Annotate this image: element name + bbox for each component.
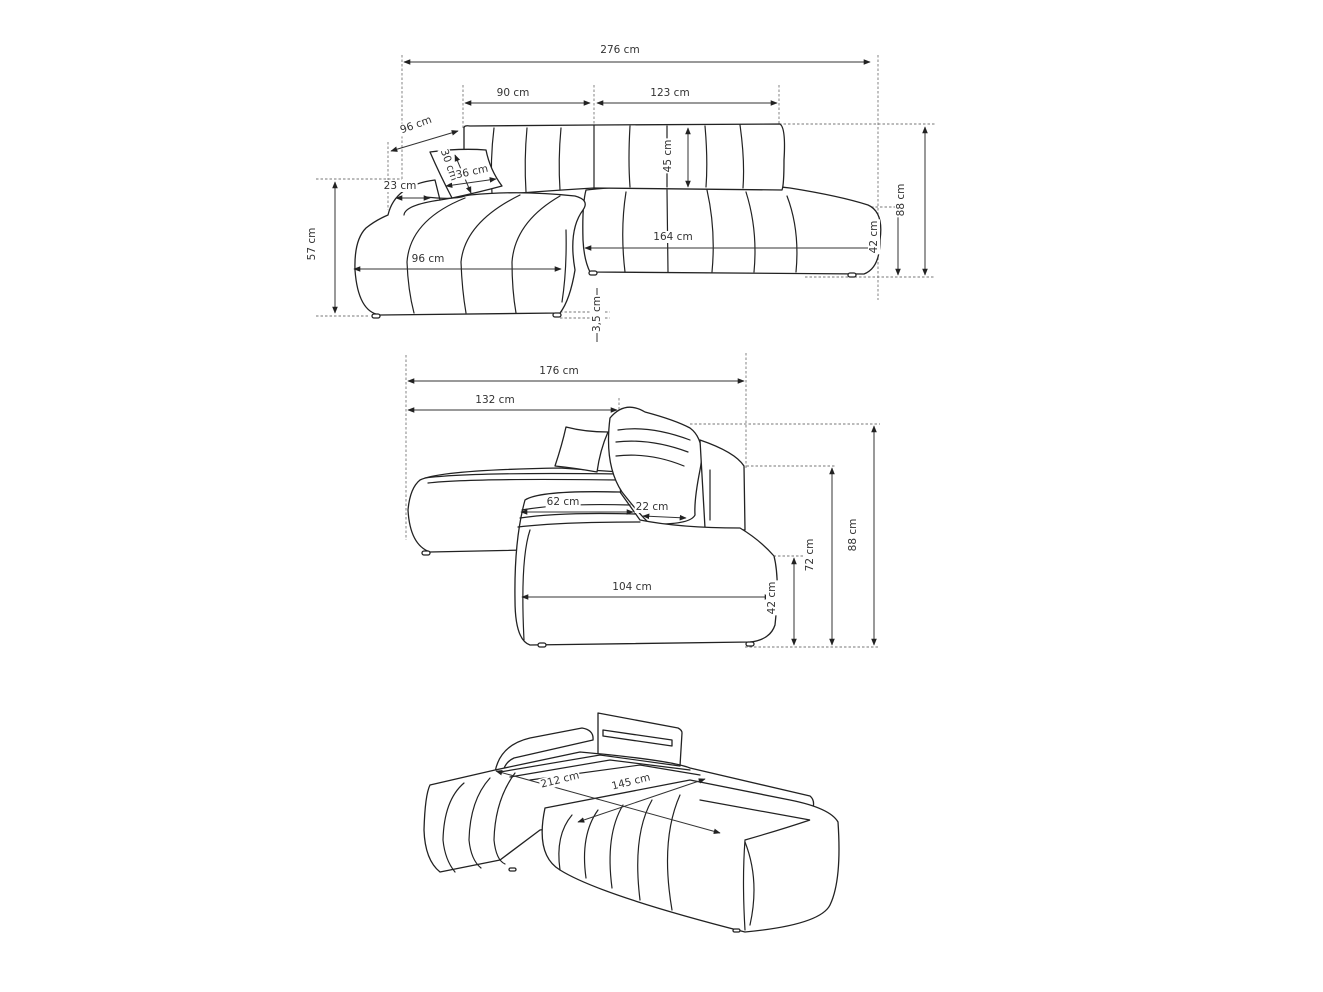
bed-armrest <box>494 727 594 773</box>
dimension-label-front-view-total-width: 276 cm <box>599 44 641 56</box>
dimension-label-front-view-backrest-height: 45 cm <box>662 138 674 174</box>
front-dimension-lines <box>332 59 928 342</box>
dimension-label-side-view-total-depth: 176 cm <box>538 365 580 377</box>
side-pillow <box>554 426 609 473</box>
dimension-label-front-view-chaise-height: 57 cm <box>306 226 318 262</box>
dimension-label-front-view-seat-height: 42 cm <box>868 219 880 255</box>
bed-view <box>423 712 840 933</box>
front-view <box>316 55 935 342</box>
front-backrest <box>463 123 786 197</box>
front-right-module <box>582 184 882 275</box>
bed-dimension-lines <box>495 769 721 835</box>
side-armrest <box>699 439 746 531</box>
dimension-label-front-view-leg-height: 3,5 cm <box>591 294 603 334</box>
dimension-label-front-view-chaise-depth: 96 cm <box>410 253 446 265</box>
dimension-label-side-view-seat-depth: 62 cm <box>545 496 581 508</box>
dimension-label-front-view-total-height: 88 cm <box>895 182 907 218</box>
side-front-module <box>514 491 778 646</box>
dimension-label-side-view-chaise-to-back: 132 cm <box>474 394 516 406</box>
side-view <box>405 353 880 648</box>
dimension-label-side-view-backrest-thickness: 22 cm <box>634 501 670 513</box>
bed-pullout <box>541 779 840 933</box>
dimension-label-front-view-backrest-right-width: 123 cm <box>649 87 691 99</box>
dimension-label-side-view-total-height: 88 cm <box>847 517 859 553</box>
dimension-label-side-view-module-depth: 104 cm <box>611 581 653 593</box>
front-chaise <box>354 179 586 316</box>
dimension-label-front-view-seat-width: 164 cm <box>652 231 694 243</box>
dimension-label-front-view-armrest-width: 23 cm <box>382 180 418 192</box>
side-dimension-lines <box>407 378 877 646</box>
dimension-label-side-view-seat-height: 42 cm <box>766 580 778 616</box>
dimension-label-front-view-backrest-left-width: 90 cm <box>495 87 531 99</box>
dimension-label-side-view-armrest-height: 72 cm <box>804 537 816 573</box>
